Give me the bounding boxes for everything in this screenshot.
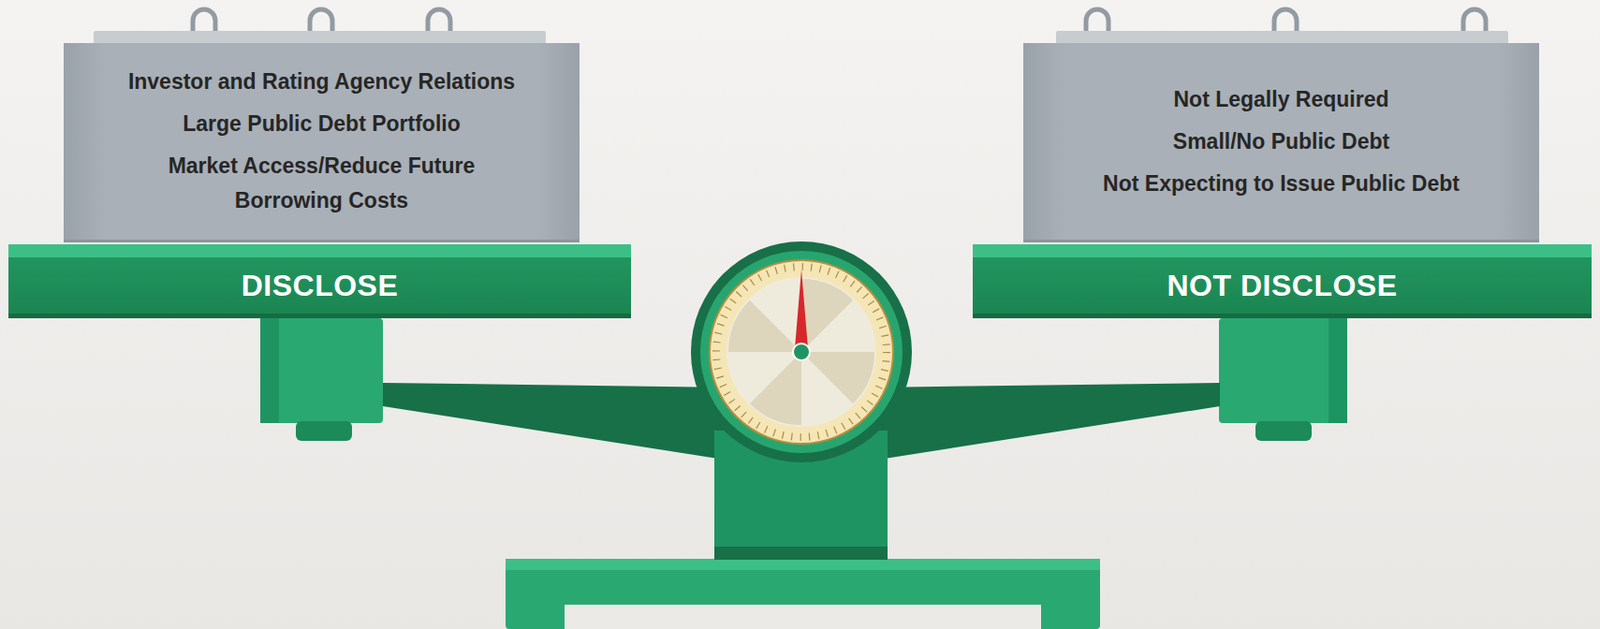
dial-sector (728, 300, 802, 353)
beam-arm (872, 382, 1220, 461)
support-cap (295, 421, 353, 441)
handle (1463, 9, 1486, 33)
weight-box: Not Legally RequiredSmall/No Public Debt… (1023, 43, 1540, 243)
weight-lid (93, 30, 546, 45)
weight-text: Not Expecting to Issue Public Debt (1102, 166, 1460, 202)
handle (192, 9, 216, 33)
needle-pivot (792, 343, 810, 361)
gauge-needle (794, 269, 808, 349)
platform-top (8, 244, 632, 258)
weight-handles (192, 9, 1486, 33)
handle (1274, 9, 1297, 33)
dial-sector (801, 352, 875, 404)
platform-top (972, 244, 1592, 258)
pan-support (1218, 318, 1348, 424)
handle (1086, 9, 1109, 33)
gauge-ticks (716, 266, 887, 438)
gauge-face (709, 260, 894, 444)
handle (309, 9, 333, 33)
base-cutout (564, 604, 1042, 629)
gauge-ring-inner (700, 250, 903, 454)
weight-lid (1056, 30, 1509, 45)
pan-label: DISCLOSE (241, 268, 399, 304)
weight-box: Investor and Rating Agency RelationsLarg… (63, 43, 580, 243)
support-shade (1328, 318, 1348, 424)
beam-arm (382, 382, 731, 461)
column-foot (714, 546, 888, 560)
gauge-ring (690, 241, 912, 463)
pan-label-band: NOT DISCLOSE (972, 257, 1592, 319)
handle (427, 9, 451, 33)
weight-text: Market Access/Reduce Future Borrowing Co… (125, 148, 519, 219)
pan-support (260, 318, 383, 424)
dial-sector (801, 278, 853, 353)
weight-text: Investor and Rating Agency Relations (128, 64, 515, 100)
support-shade (260, 318, 279, 424)
weight-text: Not Legally Required (1173, 82, 1389, 118)
pan-label: NOT DISCLOSE (1166, 268, 1397, 304)
pan-label-band: DISCLOSE (8, 257, 632, 319)
dial-sector (749, 352, 802, 426)
support-cap (1255, 421, 1312, 441)
weight-text: Large Public Debt Portfolio (182, 106, 460, 142)
base-top (505, 558, 1101, 571)
weight-text: Small/No Public Debt (1173, 124, 1390, 160)
